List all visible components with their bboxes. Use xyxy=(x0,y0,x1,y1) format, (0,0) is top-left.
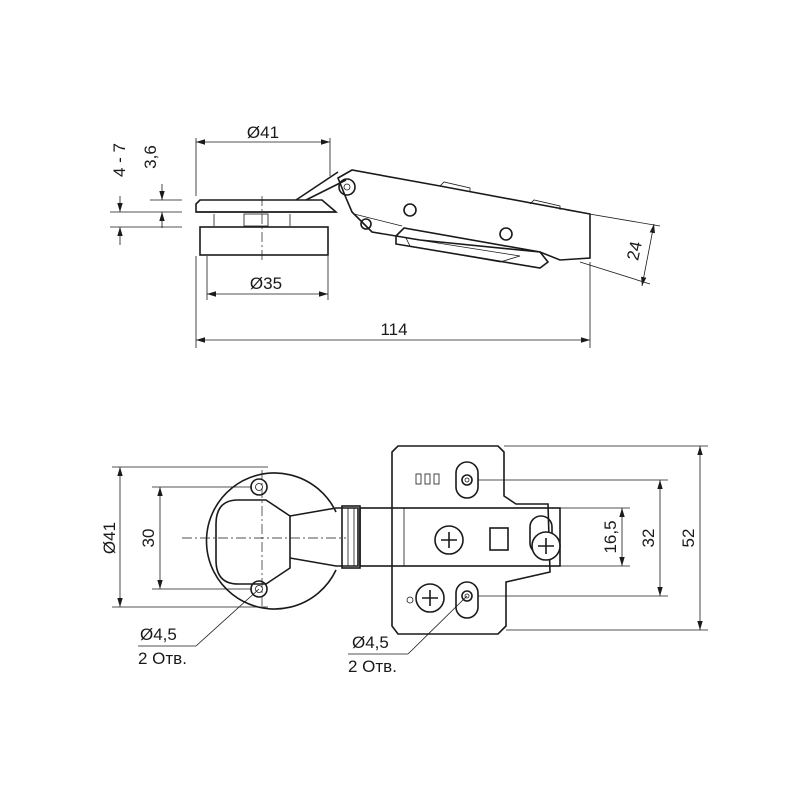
cup-flange xyxy=(195,199,339,213)
plate-screw-hole xyxy=(461,590,473,602)
plate-slot xyxy=(455,461,479,499)
arm-rivet xyxy=(360,218,372,230)
extension-line xyxy=(565,209,661,227)
arm-detail-line xyxy=(353,213,403,227)
screw-cross-icon xyxy=(538,538,554,554)
dim-arm-height-label: 24 xyxy=(623,240,646,262)
side-view xyxy=(195,169,591,269)
cup-hole-diameter-label: Ø4,5 xyxy=(140,625,177,644)
leader-line-plate-hole xyxy=(407,595,468,655)
arm-square-hole xyxy=(489,527,509,551)
plate-slot xyxy=(455,581,479,619)
dim-offset-label: 3,6 xyxy=(141,145,160,169)
cup-inner-block xyxy=(243,213,269,227)
side-view-dimensions: 4 - 7 3,6 Ø41 Ø35 114 24 xyxy=(110,123,661,348)
arm-screw-hole xyxy=(499,227,513,241)
top-view xyxy=(182,445,561,635)
plate-screw-hole-center xyxy=(464,477,470,483)
leader-line-cup-hole xyxy=(195,588,260,647)
screw-cross-icon xyxy=(422,590,438,606)
mounting-plate xyxy=(391,445,551,635)
top-view-dimensions: Ø41 30 Ø4,5 2 Отв. Ø4,5 2 Отв. 16,5 32 5… xyxy=(100,445,708,676)
dim-adjust-offset-label: 16,5 xyxy=(601,520,620,553)
dim-length-label: 114 xyxy=(380,320,407,339)
dim-flange-label: Ø41 xyxy=(247,123,279,142)
screw-cross-icon xyxy=(441,532,457,548)
plate-hole-count-label: 2 Отв. xyxy=(348,657,397,676)
dim-cup-label: Ø35 xyxy=(250,274,282,293)
cup-screw-hole-center xyxy=(255,585,263,593)
dim-plate-hole-spacing-label: 32 xyxy=(639,529,658,548)
cup-screw-hole xyxy=(250,478,268,496)
hinge-neck xyxy=(289,507,359,567)
plate-hole-diameter-label: Ø4,5 xyxy=(352,633,389,652)
mounting-plate-slot xyxy=(405,237,521,263)
plate-marking xyxy=(424,473,431,485)
plate-screw-hole xyxy=(461,474,473,486)
cup-hole-count-label: 2 Отв. xyxy=(138,649,187,668)
arm-screw-hole xyxy=(403,203,417,217)
arm-tab xyxy=(529,199,561,210)
dim-cup-hole-spacing-label: 30 xyxy=(139,529,158,548)
extension-line xyxy=(579,261,651,285)
cup-body xyxy=(199,226,329,256)
dim-plate-height-label: 52 xyxy=(679,529,698,548)
hinge-arm xyxy=(336,169,591,261)
cup-inner-recess xyxy=(215,499,291,585)
plate-screw-hole-center xyxy=(464,593,470,599)
cup-screw-hole-center xyxy=(255,483,263,491)
plate-marking xyxy=(433,473,440,485)
hinge-arm xyxy=(359,507,561,567)
hinge-pivot-center xyxy=(343,183,351,191)
arm-tab xyxy=(439,181,471,192)
plate-pin xyxy=(406,596,414,604)
plate-marking xyxy=(415,473,422,485)
cup-flange-circle xyxy=(205,472,337,610)
mounting-plate xyxy=(395,227,550,269)
dim-top-flange-label: Ø41 xyxy=(100,522,119,554)
dim-thickness-label: 4 - 7 xyxy=(110,143,129,177)
hinge-pivot xyxy=(338,178,356,196)
dim-line-arm-height xyxy=(641,223,655,287)
